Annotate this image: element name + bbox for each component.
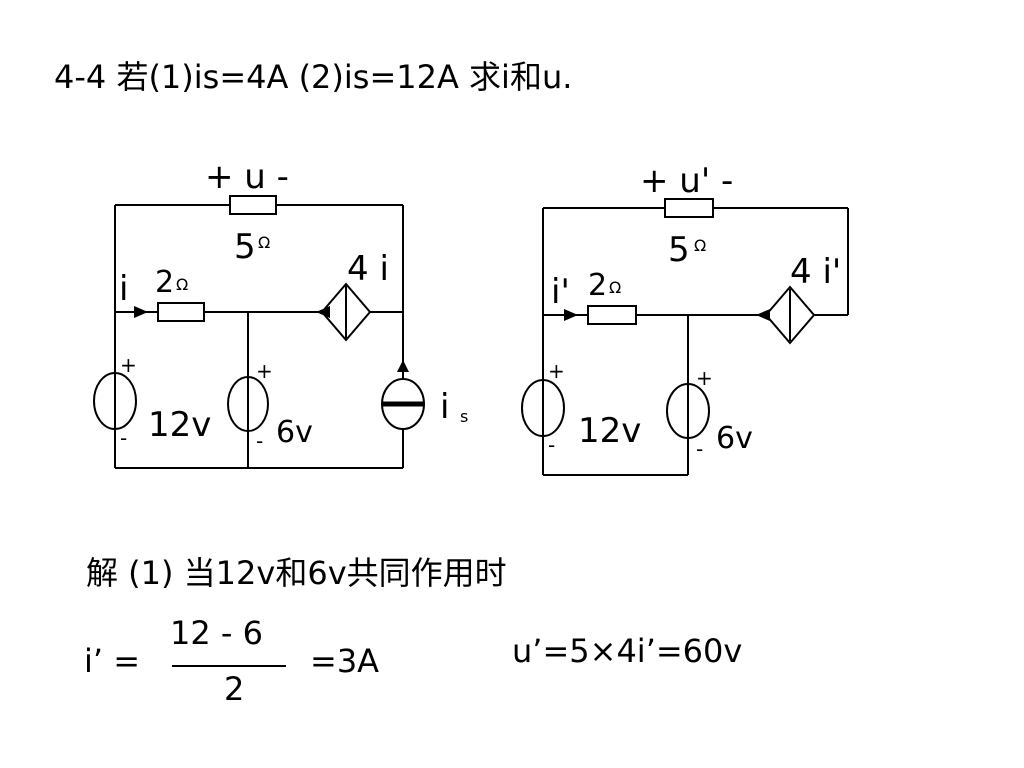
- voltage-source-6v-right: [666, 383, 710, 439]
- label-r5-unit-right: Ω: [694, 236, 706, 255]
- label-i: i: [119, 269, 128, 309]
- minus-12v-right: -: [548, 433, 555, 457]
- dependent-source-diamond: [320, 282, 372, 342]
- arrow-up-icon: [397, 360, 409, 372]
- current-arrow-icon: [134, 306, 148, 318]
- minus-6v-right: -: [696, 437, 703, 461]
- label-r2-unit: Ω: [176, 275, 188, 294]
- label-r2: 2: [155, 265, 174, 300]
- label-r5-right: 5: [668, 230, 690, 270]
- minus-6v: -: [256, 429, 263, 453]
- label-r5: 5: [234, 227, 256, 267]
- solution-heading: 解 (1) 当12v和6v共同作用时: [86, 554, 507, 592]
- circuit-left: + u - 5 Ω i 2 Ω 4 i 12v 6v i s + - + -: [93, 157, 468, 469]
- fraction-numerator: 12 - 6: [170, 614, 263, 652]
- equation-i-lhs: i’ =: [84, 642, 141, 680]
- voltage-source-6v: [227, 376, 269, 432]
- current-arrow-icon: [564, 309, 578, 321]
- label-6v: 6v: [276, 415, 313, 450]
- minus-12v: -: [120, 426, 127, 450]
- resistor-2-ohm-right: [587, 305, 637, 325]
- fraction-denominator: 2: [224, 670, 245, 708]
- label-is: i: [440, 387, 449, 427]
- resistor-5-ohm-right: [664, 198, 714, 218]
- label-4i-prime: 4 i': [790, 252, 841, 292]
- resistor-2-ohm: [157, 302, 205, 322]
- arrow-left-icon: [756, 309, 770, 321]
- fraction-bar: [172, 665, 286, 667]
- plus-12v: +: [120, 353, 137, 377]
- label-u-prime: + u' -: [640, 161, 733, 201]
- plus-6v: +: [256, 359, 273, 383]
- circuit-right: + u' - 5 Ω i' 2 Ω 4 i' 12v 6v + - + -: [521, 161, 849, 476]
- label-i-prime: i': [551, 272, 570, 312]
- voltage-source-12v-right: [521, 379, 565, 437]
- label-6v-right: 6v: [716, 421, 753, 456]
- label-r2-unit-right: Ω: [609, 278, 621, 297]
- label-r2-right: 2: [588, 268, 607, 303]
- voltage-source-12v: [93, 372, 137, 430]
- arrow-left-icon: [316, 306, 330, 318]
- resistor-5-ohm: [229, 195, 277, 215]
- equation-i-result: =3A: [310, 642, 380, 680]
- label-4i: 4 i: [347, 249, 389, 289]
- label-12v: 12v: [148, 405, 211, 445]
- plus-12v-right: +: [548, 359, 565, 383]
- plus-6v-right: +: [696, 366, 713, 390]
- label-r5-unit: Ω: [258, 233, 270, 252]
- problem-title: 4-4 若(1)is=4A (2)is=12A 求i和u.: [54, 58, 573, 96]
- dependent-source-diamond-right: [764, 285, 816, 345]
- equation-u: u’=5×4i’=60v: [512, 632, 743, 670]
- label-u: + u -: [205, 157, 289, 197]
- label-is-sub: s: [460, 407, 468, 426]
- label-12v-right: 12v: [578, 411, 641, 451]
